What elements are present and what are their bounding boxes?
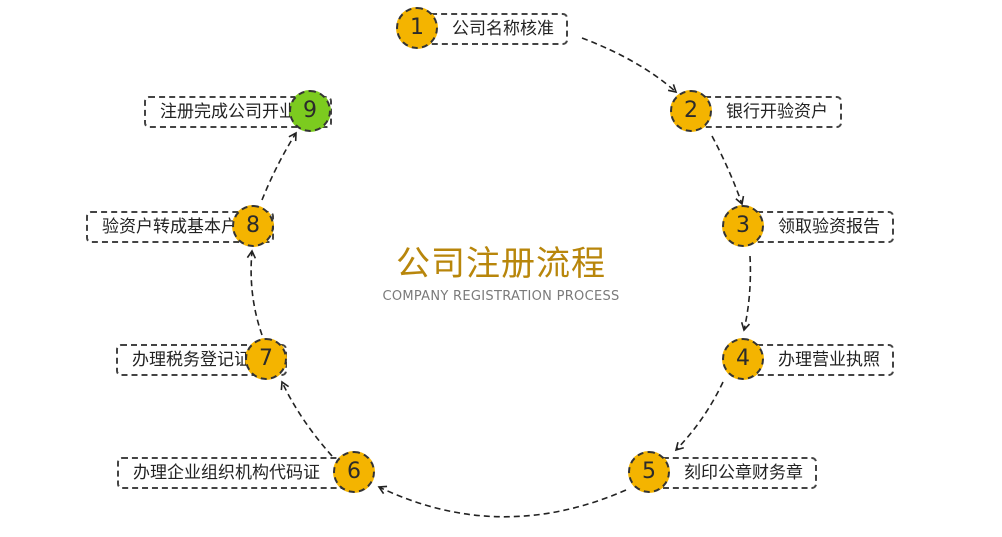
arrow-4-to-5 bbox=[674, 381, 724, 452]
step-4-label: 办理营业执照 bbox=[742, 344, 894, 376]
arrow-7-to-8 bbox=[246, 249, 263, 336]
step-6-label: 办理企业组织机构代码证 bbox=[117, 457, 356, 489]
step-1-badge: 1 bbox=[396, 7, 438, 49]
diagram-title: 公司注册流程 bbox=[396, 244, 606, 284]
step-7-badge: 7 bbox=[245, 338, 287, 380]
step-2-badge: 2 bbox=[670, 90, 712, 132]
arrow-5-to-6 bbox=[377, 485, 627, 518]
step-1-label: 公司名称核准 bbox=[416, 13, 568, 45]
arrow-8-to-9 bbox=[261, 131, 297, 201]
step-9-badge: 9 bbox=[289, 90, 331, 132]
step-4-badge: 4 bbox=[722, 338, 764, 380]
step-5-badge: 5 bbox=[628, 451, 670, 493]
step-3-badge: 3 bbox=[722, 205, 764, 247]
step-5-label: 刻印公章财务章 bbox=[648, 457, 817, 489]
arrow-1-to-2 bbox=[581, 37, 678, 94]
arrow-2-to-3 bbox=[711, 135, 745, 206]
step-8-badge: 8 bbox=[232, 205, 274, 247]
step-3-label: 领取验资报告 bbox=[742, 211, 894, 243]
step-6-badge: 6 bbox=[333, 451, 375, 493]
arrow-6-to-7 bbox=[280, 380, 333, 457]
diagram-subtitle: COMPANY REGISTRATION PROCESS bbox=[382, 289, 620, 304]
step-2-label: 银行开验资户 bbox=[690, 96, 842, 128]
